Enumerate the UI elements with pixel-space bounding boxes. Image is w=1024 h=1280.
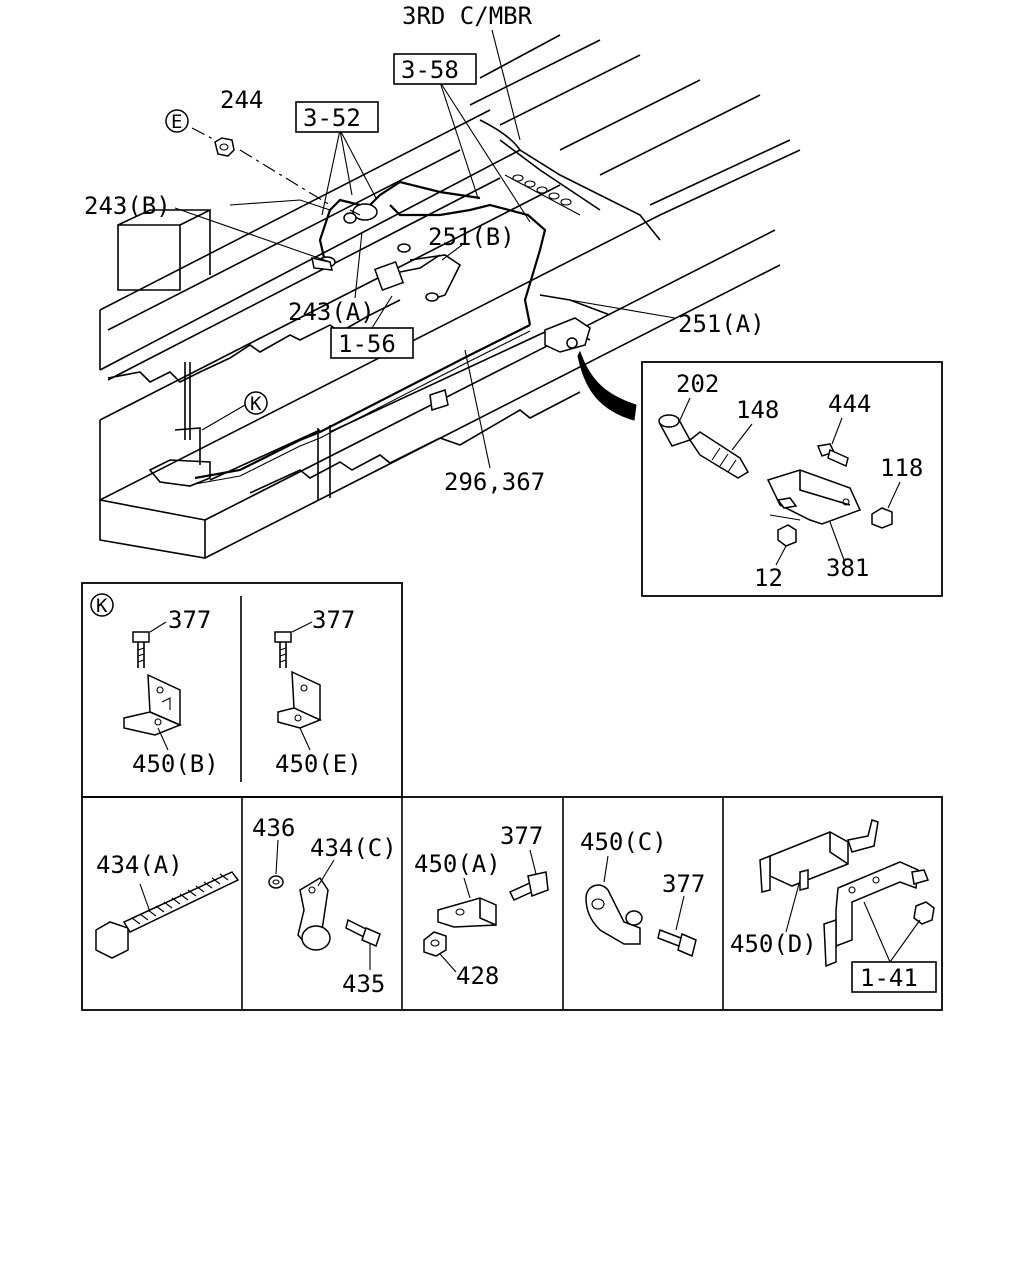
part-251b-label: 251(B) [428, 223, 515, 251]
detail-panel [641, 361, 943, 597]
part-428-label: 428 [456, 962, 499, 990]
circle-k-main-label: K [250, 393, 262, 415]
circle-e-label: E [171, 111, 182, 133]
part-435-label: 435 [342, 970, 385, 998]
part-148-label: 148 [736, 396, 779, 424]
fitting-243b-icon [311, 257, 333, 271]
bracket-450a-drawing [423, 849, 549, 973]
circle-e-marker [165, 109, 189, 133]
part-12-label: 12 [754, 564, 783, 592]
part-434a-label: 434(A) [96, 851, 183, 879]
panel-k-circle [90, 593, 114, 617]
ref-3-52-label[interactable]: 3-52 [303, 104, 361, 132]
part-243b-label: 243(B) [84, 192, 171, 220]
chassis-frame-drawing [99, 34, 801, 559]
part-377-a-label: 377 [500, 822, 543, 850]
ref-3-58-label[interactable]: 3-58 [401, 56, 459, 84]
ref-1-41-label[interactable]: 1-41 [860, 964, 918, 992]
detail-callout-arrow [577, 350, 637, 421]
part-377-k2-label: 377 [312, 606, 355, 634]
bracket-450b-drawing [123, 621, 182, 751]
cable-tie-434a-drawing [95, 871, 240, 959]
ref-box-3-58[interactable] [393, 53, 477, 85]
bracket-450e-drawing [274, 621, 322, 751]
circle-k-marker [244, 391, 268, 415]
bracket-450c-drawing [585, 855, 697, 958]
part-450d-label: 450(D) [730, 930, 817, 958]
part-444-label: 444 [828, 390, 871, 418]
ref-box-3-52[interactable] [295, 101, 379, 133]
part-118-label: 118 [880, 454, 923, 482]
part-377-k1-label: 377 [168, 606, 211, 634]
part-243a-label: 243(A) [288, 298, 375, 326]
part-381-label: 381 [826, 554, 869, 582]
part-450a-label: 450(A) [414, 850, 501, 878]
part-436-label: 436 [252, 814, 295, 842]
part-434c-label: 434(C) [310, 834, 397, 862]
part-244-label: 244 [220, 86, 263, 114]
third-crossmember-label: 3RD C/MBR [402, 2, 533, 30]
bracket-450d-drawing [759, 819, 935, 968]
ref-box-1-41[interactable] [851, 961, 937, 993]
part-296-367-label: 296,367 [444, 468, 545, 496]
ref-box-1-56[interactable] [330, 327, 414, 359]
ref-1-56-label[interactable]: 1-56 [338, 330, 396, 358]
part-251a-label: 251(A) [678, 310, 765, 338]
circle-k-panel-label: K [96, 595, 108, 617]
part-450b-label: 450(B) [132, 750, 219, 778]
leader-lines [174, 29, 676, 469]
nut-244-icon [214, 137, 235, 157]
clip-434c-drawing [268, 839, 381, 970]
part-377-c-label: 377 [662, 870, 705, 898]
part-202-label: 202 [676, 370, 719, 398]
part-450c-label: 450(C) [580, 828, 667, 856]
bottom-parts-row [81, 796, 943, 1011]
part-450e-label: 450(E) [275, 750, 362, 778]
detail-panel-drawing [658, 397, 901, 566]
